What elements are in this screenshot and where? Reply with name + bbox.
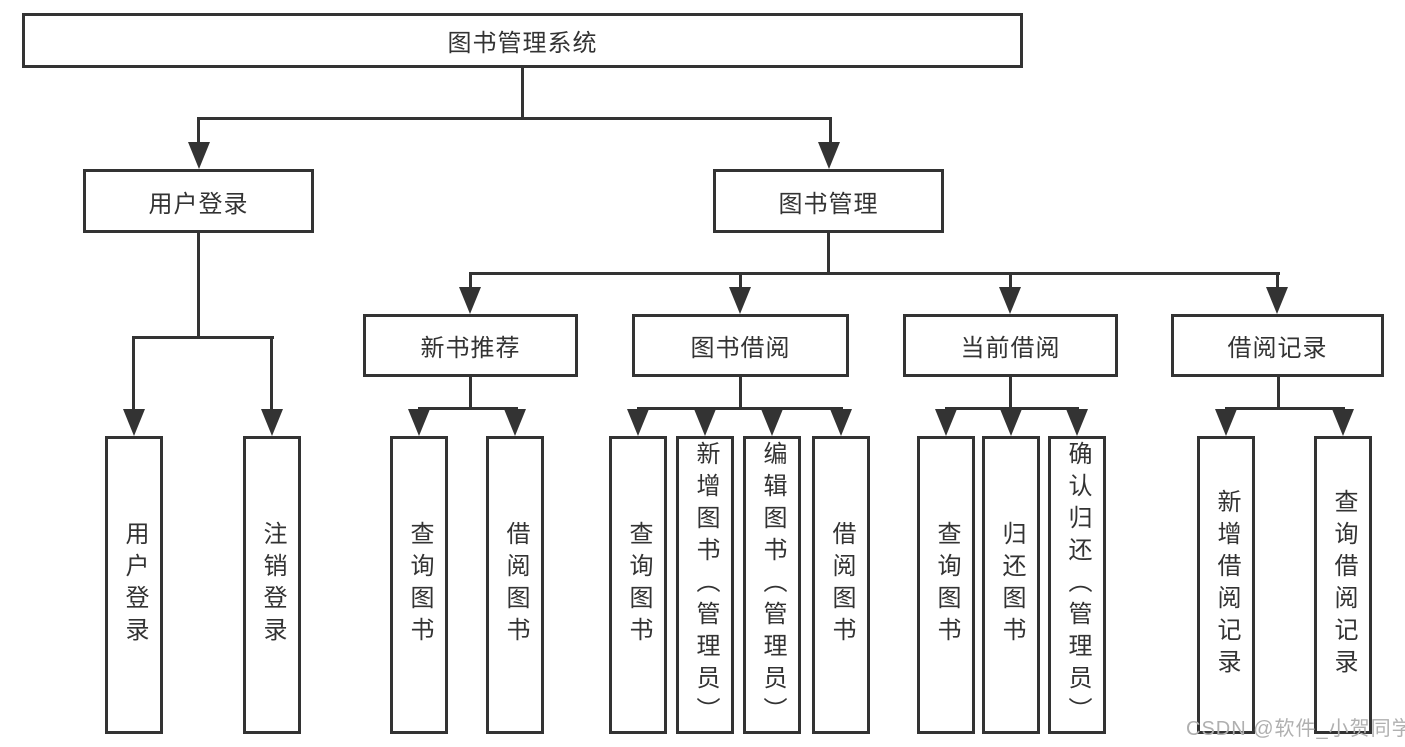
- arrow-down-icon: [729, 287, 751, 314]
- arrow-down-icon: [1215, 409, 1237, 436]
- connector-root-branch: [197, 117, 832, 120]
- arrow-down-icon: [627, 409, 649, 436]
- leaf-recommend-borrow-book: 借阅图书: [486, 436, 544, 734]
- connector-drop: [829, 117, 832, 147]
- arrow-down-icon: [1332, 409, 1354, 436]
- node-label: 当前借阅: [960, 335, 1061, 362]
- node-label: 新书推荐: [420, 335, 521, 362]
- arrow-down-icon: [935, 409, 957, 436]
- node-book-management: 图书管理: [713, 169, 944, 233]
- leaf-borrow-edit-book-admin: 编辑图书（管理员）: [743, 436, 801, 734]
- arrow-down-icon: [459, 287, 481, 314]
- leaf-label: 新增借阅记录: [1213, 489, 1240, 681]
- leaf-borrow-query-book: 查询图书: [609, 436, 667, 734]
- leaf-user-login: 用户登录: [105, 436, 163, 734]
- arrow-down-icon: [818, 142, 840, 169]
- leaf-current-confirm-return-admin: 确认归还（管理员）: [1048, 436, 1106, 734]
- leaf-records-add-record: 新增借阅记录: [1197, 436, 1255, 734]
- node-label: 图书管理: [778, 190, 879, 218]
- arrow-down-icon: [261, 409, 283, 436]
- node-label: 图书借阅: [690, 335, 791, 362]
- arrow-down-icon: [188, 142, 210, 169]
- node-label: 用户登录: [148, 190, 249, 218]
- connector-bookmgmt-branch: [469, 272, 1280, 275]
- leaf-label: 注销登录: [259, 521, 286, 649]
- node-book-borrow: 图书借阅: [632, 314, 849, 377]
- connector-current-branch: [945, 407, 1079, 410]
- leaf-logout: 注销登录: [243, 436, 301, 734]
- connector-current-stem: [1009, 377, 1012, 409]
- connector-bookmgmt-stem: [827, 233, 830, 274]
- arrow-down-icon: [123, 409, 145, 436]
- arrow-down-icon: [1066, 409, 1088, 436]
- leaf-current-return-book: 归还图书: [982, 436, 1040, 734]
- connector-drop: [1276, 272, 1279, 293]
- connector-recommend-stem: [469, 377, 472, 409]
- node-label: 借阅记录: [1227, 335, 1328, 362]
- connector-recommend-branch: [418, 407, 518, 410]
- connector-drop: [132, 336, 135, 414]
- arrow-down-icon: [761, 409, 783, 436]
- leaf-label: 查询借阅记录: [1330, 489, 1357, 681]
- connector-userlogin-branch: [133, 336, 274, 339]
- arrow-down-icon: [999, 287, 1021, 314]
- connector-root-stem: [521, 68, 524, 120]
- leaf-label: 查询图书: [625, 521, 652, 649]
- node-user-login: 用户登录: [83, 169, 314, 233]
- connector-borrow-stem: [739, 377, 742, 409]
- connector-drop: [1009, 272, 1012, 293]
- leaf-label: 查询图书: [933, 521, 960, 649]
- node-new-book-recommend: 新书推荐: [363, 314, 578, 377]
- arrow-down-icon: [830, 409, 852, 436]
- arrow-down-icon: [694, 409, 716, 436]
- connector-drop: [197, 117, 200, 147]
- connector-drop: [270, 336, 273, 414]
- connector-userlogin-stem: [197, 233, 200, 337]
- arrow-down-icon: [1266, 287, 1288, 314]
- leaf-label: 借阅图书: [502, 521, 529, 649]
- node-label: 图书管理系统: [447, 30, 598, 57]
- arrow-down-icon: [504, 409, 526, 436]
- leaf-label: 借阅图书: [828, 521, 855, 649]
- leaf-records-query-record: 查询借阅记录: [1314, 436, 1372, 734]
- connector-borrow-branch: [637, 407, 843, 410]
- leaf-recommend-query-book: 查询图书: [390, 436, 448, 734]
- leaf-borrow-borrow-book: 借阅图书: [812, 436, 870, 734]
- connector-records-branch: [1225, 407, 1345, 410]
- watermark: CSDN @软件_小贺同学: [1186, 718, 1405, 740]
- connector-drop: [469, 272, 472, 293]
- node-current-borrow: 当前借阅: [903, 314, 1118, 377]
- leaf-label: 编辑图书（管理员）: [759, 441, 786, 729]
- leaf-label: 新增图书（管理员）: [692, 441, 719, 729]
- leaf-label: 查询图书: [406, 521, 433, 649]
- arrow-down-icon: [1000, 409, 1022, 436]
- node-borrow-records: 借阅记录: [1171, 314, 1384, 377]
- leaf-current-query-book: 查询图书: [917, 436, 975, 734]
- leaf-borrow-add-book-admin: 新增图书（管理员）: [676, 436, 734, 734]
- leaf-label: 用户登录: [121, 521, 148, 649]
- connector-records-stem: [1277, 377, 1280, 409]
- node-library-management-system: 图书管理系统: [22, 13, 1023, 68]
- leaf-label: 归还图书: [998, 521, 1025, 649]
- leaf-label: 确认归还（管理员）: [1064, 441, 1091, 729]
- arrow-down-icon: [408, 409, 430, 436]
- connector-drop: [739, 272, 742, 293]
